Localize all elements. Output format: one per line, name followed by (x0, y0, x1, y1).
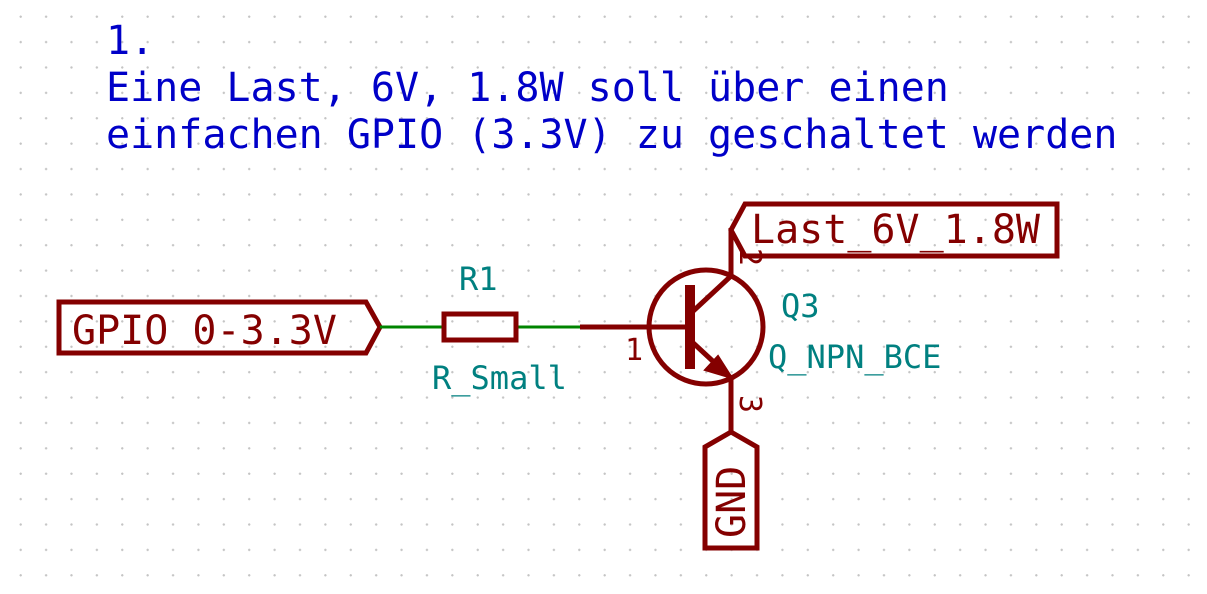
transistor-q3[interactable]: 1 2 3 Q3 Q_NPN_BCE (580, 228, 941, 432)
gpio-label-text: GPIO_0-3.3V (72, 308, 337, 354)
transistor-ref: Q3 (781, 287, 820, 325)
transistor-value: Q_NPN_BCE (768, 338, 941, 376)
collector-line (688, 274, 733, 316)
emitter-arrow-icon (703, 354, 735, 380)
note-line-1: 1. (106, 18, 154, 64)
resistor-ref: R1 (459, 260, 498, 298)
resistor-r1[interactable]: R1 R_Small (432, 260, 567, 397)
note-line-3: einfachen GPIO (3.3V) zu geschaltet werd… (106, 112, 1117, 158)
gpio-global-label[interactable]: GPIO_0-3.3V (56, 299, 383, 356)
load-label-text: Last_6V_1.8W (751, 207, 1041, 253)
gpio-label-outline (56, 299, 383, 356)
gnd-label-text: GND (709, 466, 755, 538)
pin-emitter-number: 3 (732, 395, 767, 413)
transistor-envelope (646, 267, 766, 387)
resistor-body (441, 311, 519, 343)
note-line-2: Eine Last, 6V, 1.8W soll über einen (106, 65, 949, 111)
load-global-label[interactable]: Last_6V_1.8W (728, 201, 1060, 259)
gnd-global-label[interactable]: GND (702, 429, 760, 551)
resistor-value: R_Small (432, 359, 567, 397)
gnd-label-outline (702, 429, 760, 551)
load-label-outline (728, 201, 1060, 259)
pin-base-number: 1 (625, 333, 643, 368)
